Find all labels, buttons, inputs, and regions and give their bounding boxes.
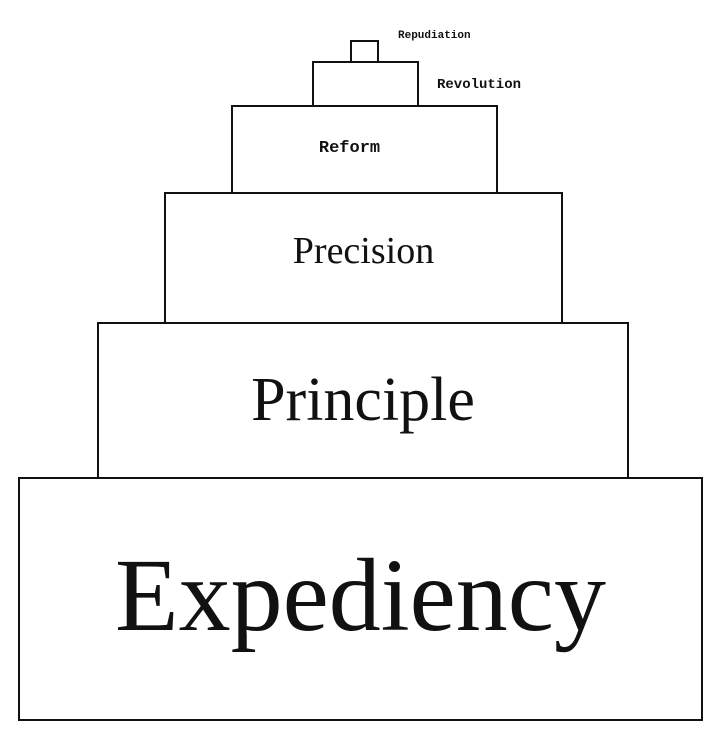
level-label: Reform [318, 139, 381, 158]
level-principle: Principle [97, 322, 629, 479]
level-label: Expediency [115, 537, 606, 653]
level-revolution-box [312, 61, 419, 107]
revolution-label: Revolution [437, 77, 522, 93]
level-expediency: Expediency [18, 477, 703, 721]
level-repudiation-box [350, 40, 379, 63]
level-reform: Reform [231, 105, 498, 194]
repudiation-label: Repudiation [398, 30, 471, 42]
level-label: Principle [251, 366, 475, 434]
level-label: Precision [292, 230, 435, 272]
level-precision: Precision [164, 192, 563, 324]
